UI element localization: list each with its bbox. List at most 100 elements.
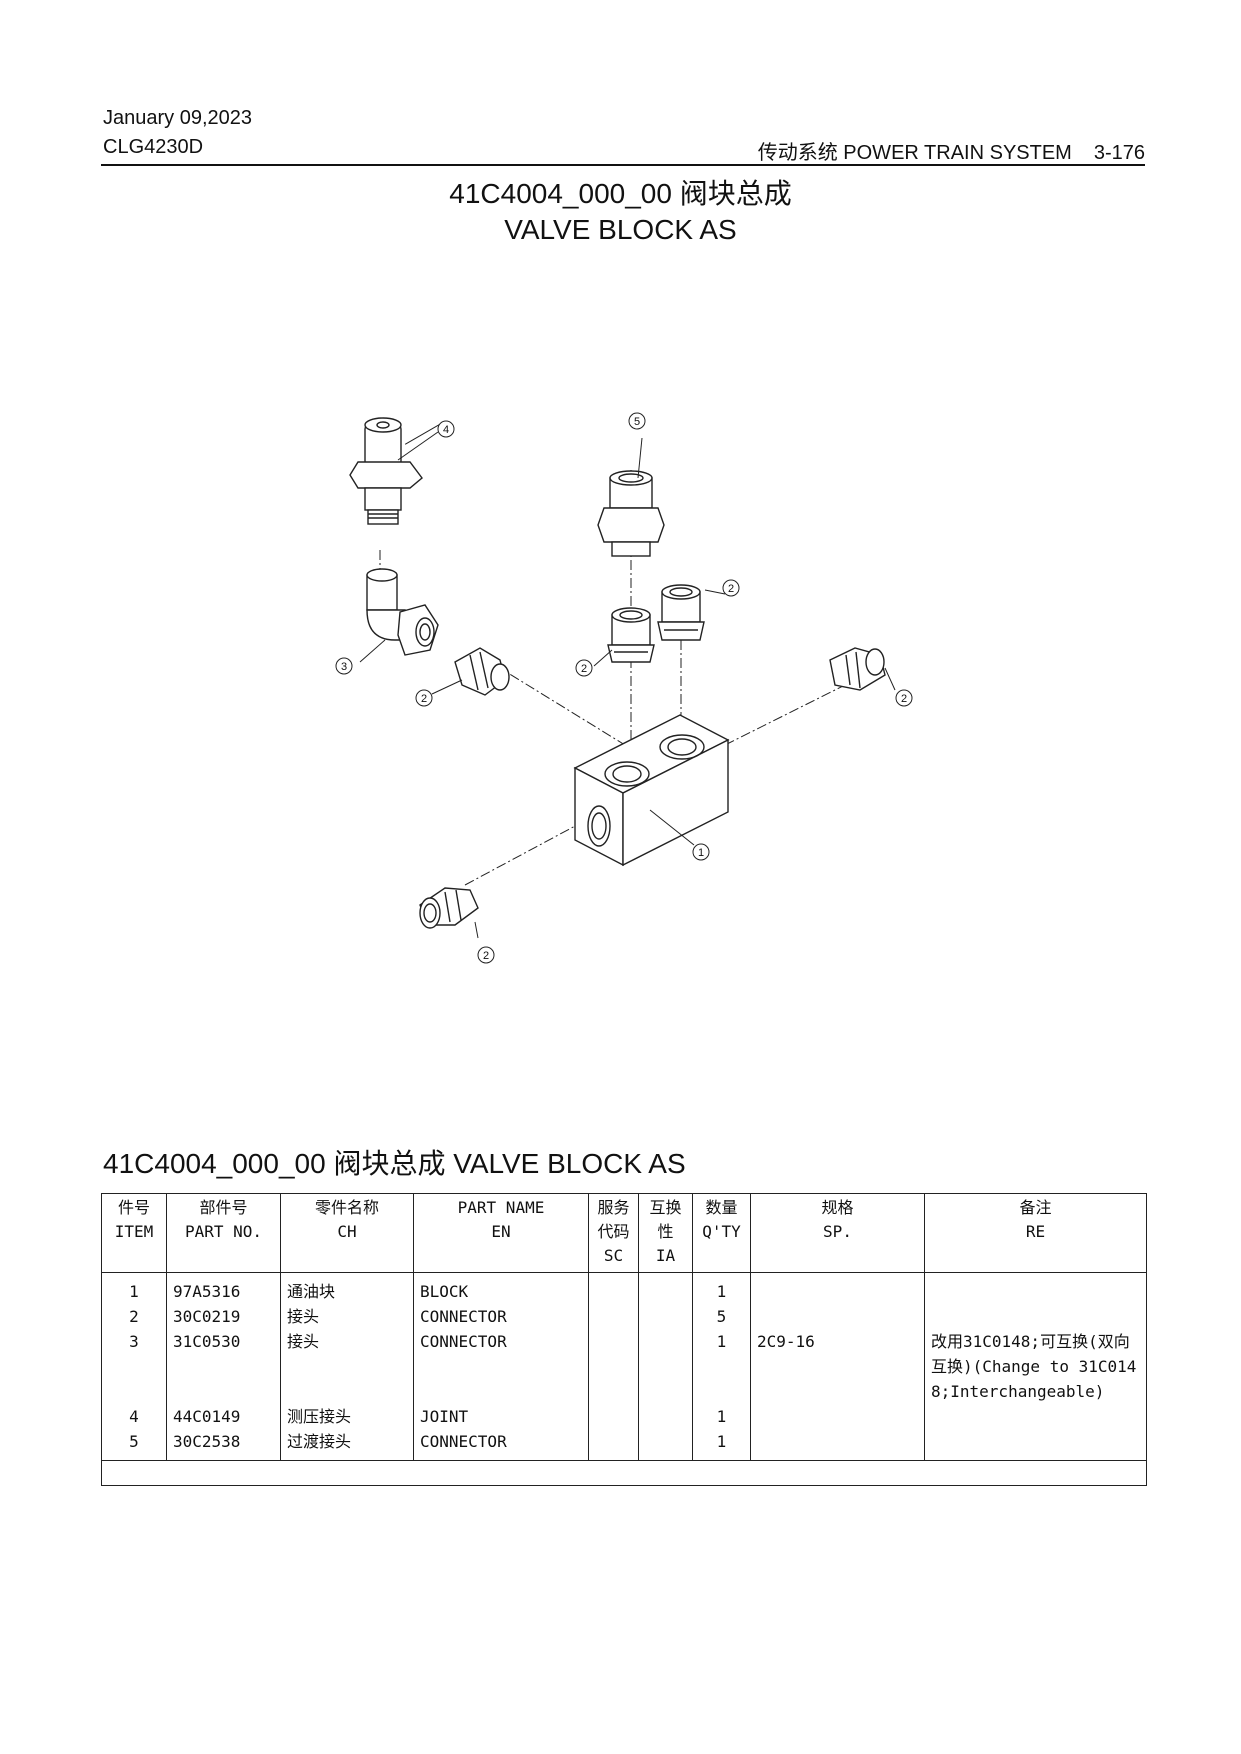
svg-text:2: 2 [421, 693, 427, 705]
callout-1: 1 [692, 843, 710, 861]
cell-part-no: 97A5316 [166, 1272, 281, 1304]
callout-2: 2 [575, 659, 593, 677]
cell-sc [588, 1329, 639, 1404]
cell-sp [750, 1404, 925, 1429]
table-row: 5 30C2538 过渡接头 CONNECTOR 1 [101, 1429, 1147, 1461]
cell-ia [638, 1304, 693, 1329]
cell-name-ch: 通油块 [280, 1272, 414, 1304]
table-row: 1 97A5316 通油块 BLOCK 1 [101, 1272, 1147, 1304]
cell-qty: 1 [692, 1272, 751, 1304]
svg-text:2: 2 [901, 693, 907, 705]
table-row: 3 31C0530 接头 CONNECTOR 1 2C9-16 改用31C014… [101, 1329, 1147, 1404]
cell-sp [750, 1272, 925, 1304]
cell-part-no: 44C0149 [166, 1404, 281, 1429]
cell-re: 改用31C0148;可互换(双向互换)(Change to 31C0148;In… [924, 1329, 1147, 1404]
connector-part-center-right [657, 584, 705, 641]
cell-sp: 2C9-16 [750, 1329, 925, 1404]
svg-text:3: 3 [341, 661, 347, 673]
svg-text:4: 4 [443, 424, 449, 436]
elbow-connector-part [366, 568, 439, 656]
header-rule [101, 164, 1145, 166]
svg-text:2: 2 [483, 950, 489, 962]
callout-2: 2 [477, 946, 495, 964]
header-section: 传动系统 POWER TRAIN SYSTEM 3-176 [758, 136, 1145, 165]
svg-text:1: 1 [698, 847, 704, 859]
cell-sc [588, 1404, 639, 1429]
pressure-joint-part [349, 417, 423, 525]
cell-name-ch: 测压接头 [280, 1404, 414, 1429]
cell-re [924, 1404, 1147, 1429]
cell-ia [638, 1329, 693, 1404]
cell-name-en: JOINT [413, 1404, 589, 1429]
cell-ia [638, 1404, 693, 1429]
cell-sp [750, 1304, 925, 1329]
cell-re [924, 1429, 1147, 1461]
cell-qty: 1 [692, 1329, 751, 1404]
header-section-name: 传动系统 POWER TRAIN SYSTEM [757, 142, 1072, 164]
table-footer-cell [101, 1460, 1147, 1486]
cell-item: 3 [101, 1329, 167, 1404]
connector-part-right [829, 647, 886, 691]
cell-ia [638, 1429, 693, 1461]
cell-name-en: CONNECTOR [413, 1429, 589, 1461]
callout-2: 2 [722, 579, 740, 597]
cell-part-no: 30C2538 [166, 1429, 281, 1461]
cell-item: 1 [101, 1272, 167, 1304]
adapter-connector-part [597, 470, 665, 557]
cell-sc [588, 1304, 639, 1329]
valve-block-part [573, 714, 730, 867]
cell-qty: 1 [692, 1404, 751, 1429]
page-title: 41C4004_000_00 阀块总成 [449, 178, 792, 209]
cell-part-no: 31C0530 [166, 1329, 281, 1404]
cell-name-en: BLOCK [413, 1272, 589, 1304]
svg-text:2: 2 [581, 663, 587, 675]
table-footer-row [101, 1460, 1147, 1486]
cell-qty: 1 [692, 1429, 751, 1461]
callout-2: 2 [895, 689, 913, 707]
cell-ia [638, 1272, 693, 1304]
connector-part-left [454, 647, 510, 696]
header-date: January 09,2023 [103, 107, 253, 129]
cell-item: 4 [101, 1404, 167, 1429]
cell-sc [588, 1272, 639, 1304]
header-page-number: 3-176 [1093, 142, 1145, 164]
table-row: 4 44C0149 测压接头 JOINT 1 [101, 1404, 1147, 1429]
cell-name-en: CONNECTOR [413, 1304, 589, 1329]
connector-part-center-left [607, 607, 655, 663]
cell-item: 2 [101, 1304, 167, 1329]
page-subtitle: VALVE BLOCK AS [504, 214, 737, 245]
cell-part-no: 30C0219 [166, 1304, 281, 1329]
cell-item: 5 [101, 1429, 167, 1461]
svg-text:5: 5 [634, 416, 640, 428]
callout-5: 5 [628, 412, 646, 430]
connector-part-bottom [419, 887, 479, 929]
cell-re [924, 1304, 1147, 1329]
callout-4: 4 [437, 420, 455, 438]
callout-2: 2 [415, 689, 433, 707]
cell-sp [750, 1429, 925, 1461]
cell-name-ch: 接头 [280, 1304, 414, 1329]
callout-3: 3 [335, 657, 353, 675]
cell-re [924, 1272, 1147, 1304]
svg-text:2: 2 [728, 583, 734, 595]
parts-table-title: 41C4004_000_00 阀块总成 VALVE BLOCK AS [103, 1148, 686, 1179]
cell-name-ch: 过渡接头 [280, 1429, 414, 1461]
cell-name-en: CONNECTOR [413, 1329, 589, 1404]
table-row: 2 30C0219 接头 CONNECTOR 5 [101, 1304, 1147, 1329]
header-model: CLG4230D [103, 136, 204, 158]
cell-name-ch: 接头 [280, 1329, 414, 1404]
cell-qty: 5 [692, 1304, 751, 1329]
